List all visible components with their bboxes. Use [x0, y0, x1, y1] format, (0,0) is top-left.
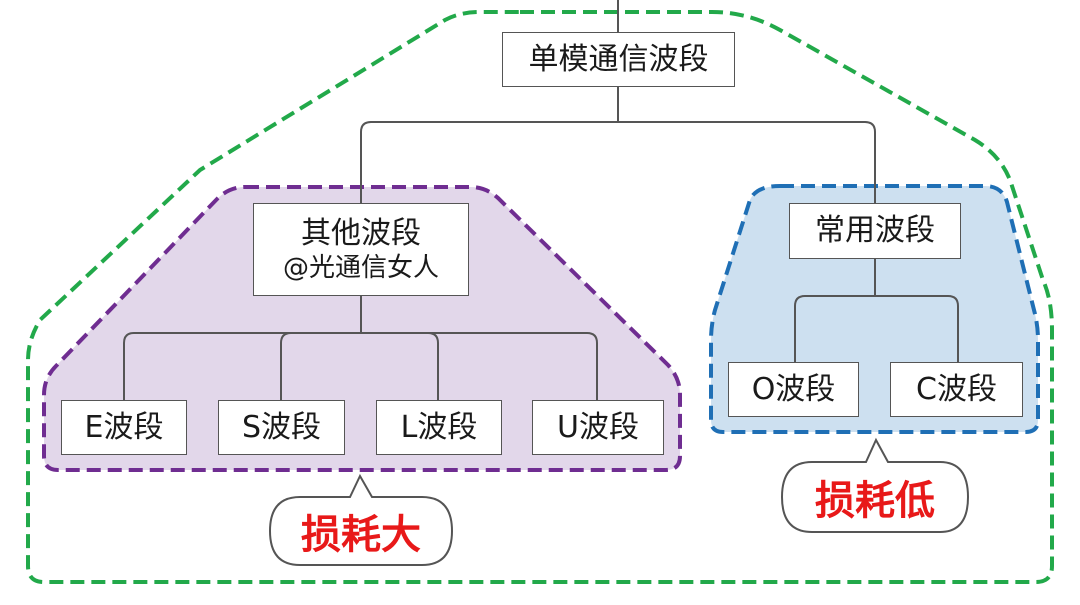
watermark-text: @光通信女人 [282, 253, 439, 283]
u-band-label: U波段 [557, 409, 639, 445]
o-band-label: O波段 [751, 371, 836, 407]
other-band-node: 其他波段 @光通信女人 [253, 203, 469, 296]
e-band-label: E波段 [84, 409, 164, 445]
c-band-label: C波段 [916, 371, 997, 407]
callout-bubble-high-loss [268, 473, 454, 566]
high-loss-callout: 损耗大 [301, 512, 421, 558]
l-band-label: L波段 [400, 409, 478, 445]
callout-bubble-low-loss [780, 437, 970, 533]
other-band-label: 其他波段 [301, 215, 421, 251]
s-band-label: S波段 [241, 409, 322, 445]
c-band-node: C波段 [890, 362, 1023, 417]
common-band-label: 常用波段 [815, 213, 935, 249]
low-loss-callout: 损耗低 [815, 478, 935, 524]
s-band-node: S波段 [218, 400, 345, 455]
e-band-node: E波段 [61, 400, 187, 455]
u-band-node: U波段 [532, 400, 664, 455]
outer-group-boundary [26, 10, 1054, 584]
o-band-node: O波段 [728, 362, 859, 417]
l-band-node: L波段 [376, 400, 502, 455]
connector-lines [123, 0, 959, 400]
common-band-node: 常用波段 [789, 203, 961, 259]
root-node-label: 单模通信波段 [528, 41, 709, 77]
root-node: 单模通信波段 [502, 32, 735, 87]
